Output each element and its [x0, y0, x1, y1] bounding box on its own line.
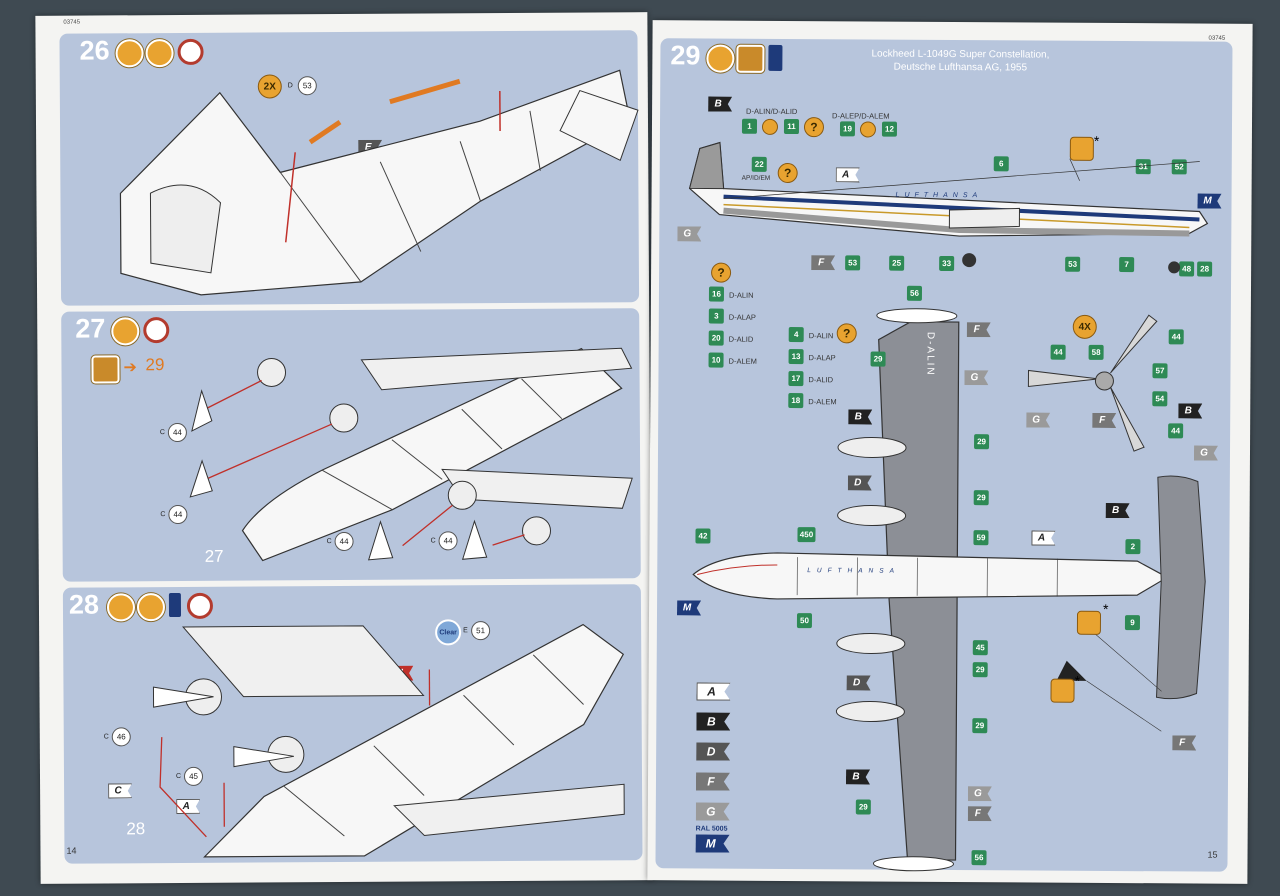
legend-color-m: M: [696, 834, 730, 852]
decal-box: 44: [1168, 423, 1184, 439]
legend-color-d: D: [696, 742, 730, 760]
legend-color-b: B: [696, 712, 730, 730]
legend-color-a: A: [696, 682, 730, 700]
page-number: 15: [1207, 849, 1218, 860]
legend-ral: RAL 5005: [695, 825, 728, 833]
step-29-panel: 29 Lockheed L-1049G Super Constellation,…: [655, 38, 1233, 872]
step-27-panel: 27 ➔ 29 C 44 C 44 C 44 C 44 27: [61, 308, 641, 582]
color-legend: A B D F G RAL 5005 M: [696, 682, 747, 852]
step-26-drawing: [119, 69, 639, 296]
decal-box: 44: [1168, 329, 1184, 345]
right-page: 03745 29 Lockheed L-1049G Super Constell…: [647, 20, 1253, 884]
legend-color-g: G: [696, 802, 730, 820]
decal-box: 44: [1050, 344, 1066, 360]
left-page: 03745 26 2X D 53 E 27 ➔ 29 C 44 C 44: [35, 12, 653, 884]
step-28-panel: 28 Clear E 51 H C 46 C C 45 A 28: [62, 584, 643, 864]
doc-code: 03745: [63, 19, 81, 26]
page-number: 14: [66, 845, 77, 856]
step-27-drawing: [189, 347, 633, 562]
plan-view-drawing: [692, 308, 1206, 872]
step-28-drawing: [152, 623, 625, 858]
propeller-drawing: [1027, 314, 1158, 452]
decal-box: 58: [1088, 344, 1104, 360]
decal-box: 57: [1152, 363, 1168, 379]
legend-color-f: F: [696, 772, 730, 790]
step-26-panel: 26 2X D 53 E: [59, 30, 640, 306]
decal-box: 54: [1152, 391, 1168, 407]
side-view-drawing: [688, 141, 1209, 274]
